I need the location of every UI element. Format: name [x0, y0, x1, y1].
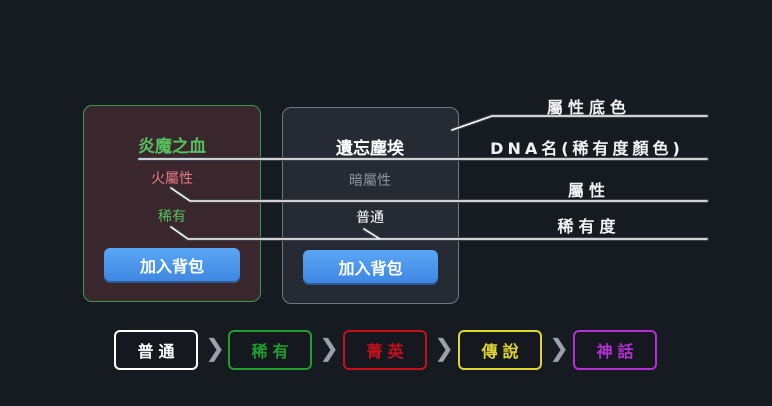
tier-common: 普通 [114, 330, 198, 370]
card1-rarity: 稀有 [158, 209, 186, 225]
rarity-pointer [169, 225, 709, 241]
card1-attribute: 火屬性 [151, 171, 193, 187]
card2-add-to-bag-button[interactable]: 加入背包 [303, 250, 438, 283]
attribute-pointer [169, 186, 709, 203]
card2-name: 遺忘塵埃 [336, 139, 404, 159]
chevron-right-icon: ❯ [549, 334, 570, 362]
chevron-right-icon: ❯ [434, 334, 455, 362]
card1-add-to-bag-button[interactable]: 加入背包 [104, 248, 240, 281]
tier-legend: 傳說 [458, 330, 542, 370]
card2-rarity: 普通 [356, 210, 384, 226]
label-dna-name: DNA名(稀有度顏色) [490, 139, 684, 158]
tier-rare: 稀有 [228, 330, 312, 370]
card2-attribute: 暗屬性 [349, 173, 391, 189]
label-base-color: 屬性底色 [546, 98, 632, 117]
tier-elite: 菁英 [343, 330, 427, 370]
chevron-right-icon: ❯ [319, 334, 340, 362]
base-color-pointer [450, 114, 709, 132]
card1-name: 炎魔之血 [138, 137, 206, 157]
tier-myth: 神話 [573, 330, 657, 370]
label-rarity: 稀有度 [557, 217, 621, 236]
chevron-right-icon: ❯ [205, 334, 226, 362]
label-attribute: 屬性 [567, 181, 611, 200]
